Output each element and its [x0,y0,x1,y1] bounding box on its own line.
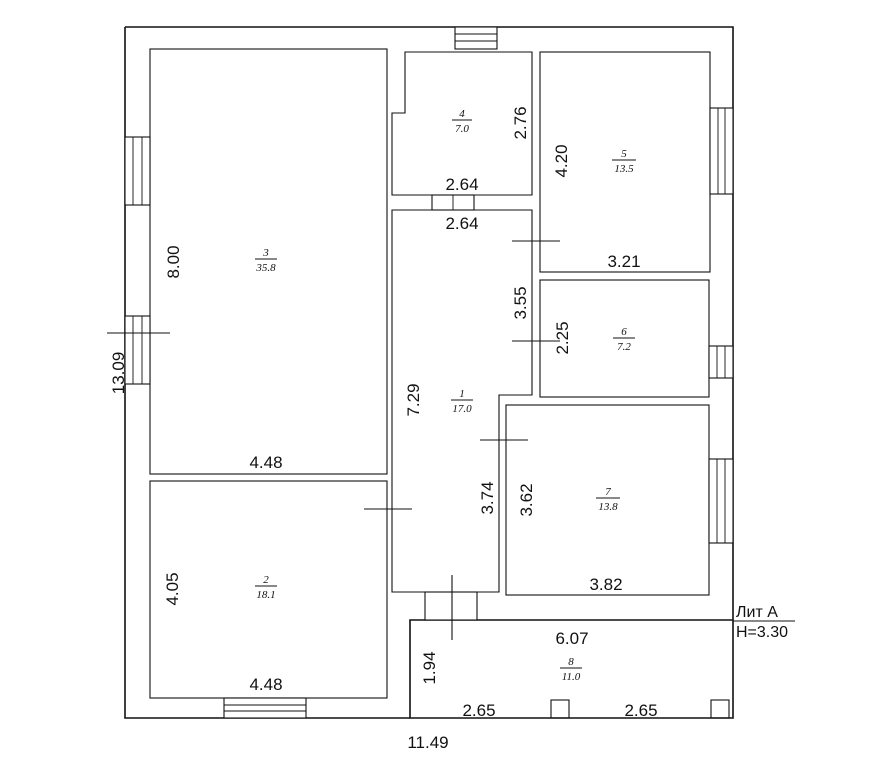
lit-label: Лит А [736,604,778,621]
door-room-4 [431,194,475,211]
room-2-number: 2 [263,574,269,586]
extension-wall [409,619,734,719]
room-4-area: 7.0 [455,123,469,135]
room-7-area: 13.8 [598,501,618,513]
room-5-number: 5 [621,148,627,160]
window-right-7 [708,458,734,544]
room-7-dim-width: 3.82 [589,575,622,594]
room-4-outline [391,51,533,196]
overall-width: 13.09 [109,352,128,395]
room-6-area: 7.2 [617,341,631,353]
window-right-5 [709,107,734,195]
room-4-dim-width: 2.64 [445,175,478,194]
room-4-number: 4 [459,108,465,120]
room-8-area: 11.0 [562,671,581,683]
lit-height: H=3.30 [736,624,788,641]
window-left-lower [124,315,151,385]
room-3-area: 35.8 [255,262,276,274]
room-1-area: 17.0 [452,403,472,415]
room-8-dim-height: 1.94 [420,651,439,684]
post-right [710,699,730,719]
window-top [454,26,498,50]
window-right-6 [708,345,734,379]
room-2-dim-width: 4.48 [249,675,282,694]
room-8-dim-left: 2.65 [462,701,495,720]
room-6-number: 6 [621,326,627,338]
room-6-outline [539,279,710,398]
window-left-upper [124,136,151,206]
room-8-number: 8 [568,656,574,668]
room-5-dim-height: 4.20 [552,144,571,177]
room-7-outline [505,404,710,596]
post-center [550,699,570,719]
room-7-dim-height: 3.62 [517,483,536,516]
room-2-dim-height: 4.05 [163,572,182,605]
room-1-dim-left: 7.29 [404,383,423,416]
window-bottom [223,697,307,719]
room-5-dim-width: 3.21 [607,252,640,271]
room-3-number: 3 [262,247,269,259]
room-3-dim-width: 4.48 [249,453,282,472]
room-7-number: 7 [605,486,611,498]
room-3-outline [149,48,388,475]
room-1-dim-top: 2.64 [445,214,478,233]
room-5-area: 13.5 [614,163,634,175]
outer-wall [124,26,734,719]
room-6-dim-height: 2.25 [553,321,572,354]
room-1-dim-lower: 3.74 [478,481,497,514]
room-4-dim-height: 2.76 [511,106,530,139]
room-8-dim-right: 2.65 [624,701,657,720]
door-entrance [424,575,478,640]
room-8-dim-length: 6.07 [555,629,588,648]
room-2-area: 18.1 [256,589,275,601]
room-1-outline [391,209,533,593]
overall-length: 11.49 [407,733,448,752]
room-3-dim-height: 8.00 [164,245,183,278]
room-1-dim-right: 3.55 [511,286,530,319]
room-1-number: 1 [459,388,465,400]
